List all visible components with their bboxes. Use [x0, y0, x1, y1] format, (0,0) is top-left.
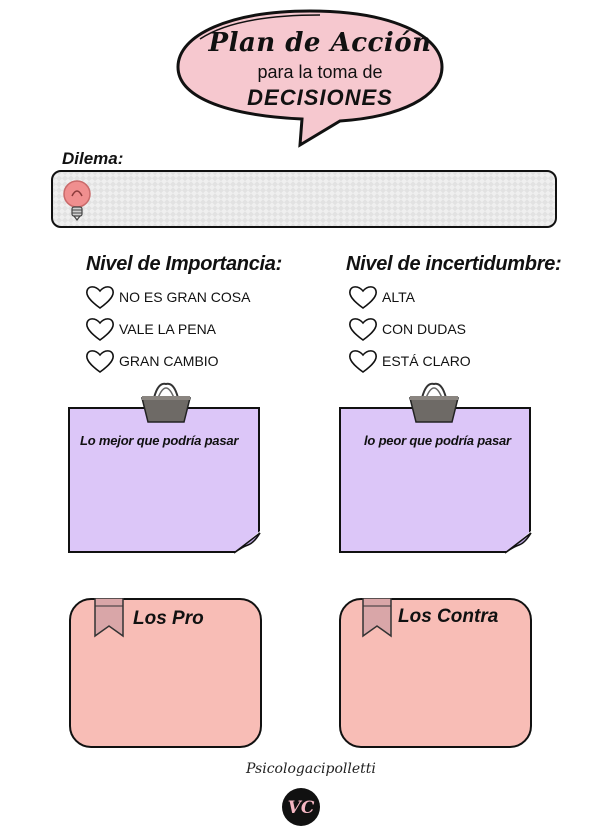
importance-options: NO ES GRAN COSA VALE LA PENA GRAN CAMBIO: [85, 284, 250, 380]
bookmark-ribbon-icon: [94, 598, 124, 638]
uncertainty-title: Nivel de incertidumbre:: [346, 253, 562, 275]
dilema-label: Dilema:: [62, 149, 124, 168]
importance-option-label: GRAN CAMBIO: [119, 353, 219, 369]
lightbulb-icon: [63, 180, 91, 221]
importance-title: Nivel de Importancia:: [86, 253, 282, 275]
heart-icon: [86, 318, 114, 341]
best-case-note[interactable]: [68, 407, 260, 553]
worst-case-text: lo peor que podría pasar: [364, 433, 511, 448]
uncertainty-option-label: ALTA: [382, 289, 415, 305]
bookmark-ribbon-icon: [362, 598, 392, 638]
uncertainty-option[interactable]: ESTÁ CLARO: [348, 348, 471, 374]
binder-clip-icon: [141, 382, 191, 423]
importance-option-label: VALE LA PENA: [119, 321, 217, 337]
importance-option[interactable]: GRAN CAMBIO: [85, 348, 250, 374]
uncertainty-options: ALTA CON DUDAS ESTÁ CLARO: [348, 284, 471, 380]
heart-icon: [349, 318, 377, 341]
signature: Psicologacipolletti: [246, 761, 376, 777]
note-fold: [234, 531, 261, 554]
importance-option-label: NO ES GRAN COSA: [119, 289, 251, 305]
best-case-text: Lo mejor que podría pasar: [80, 433, 239, 448]
pros-title: Los Pro: [133, 608, 204, 629]
uncertainty-option-label: CON DUDAS: [382, 321, 467, 337]
binder-clip-icon: [409, 382, 459, 423]
heart-icon: [86, 350, 114, 373]
title-line-3: DECISIONES: [247, 85, 393, 110]
logo-text: VC: [288, 798, 315, 818]
uncertainty-option[interactable]: CON DUDAS: [348, 316, 471, 342]
note-fold: [505, 531, 532, 554]
speech-bubble: [176, 9, 444, 148]
dilema-input[interactable]: [51, 170, 557, 228]
uncertainty-option-label: ESTÁ CLARO: [382, 353, 471, 369]
importance-option[interactable]: NO ES GRAN COSA: [85, 284, 250, 310]
heart-icon: [349, 350, 377, 373]
heart-icon: [349, 286, 377, 309]
uncertainty-option[interactable]: ALTA: [348, 284, 471, 310]
worst-case-note[interactable]: [339, 407, 531, 553]
cons-title: Los Contra: [398, 606, 499, 627]
heart-icon: [86, 286, 114, 309]
brand-logo: VC: [282, 788, 320, 826]
title-line-1: Plan de Acción: [208, 28, 432, 58]
importance-option[interactable]: VALE LA PENA: [85, 316, 250, 342]
title-line-2: para la toma de: [257, 62, 383, 82]
